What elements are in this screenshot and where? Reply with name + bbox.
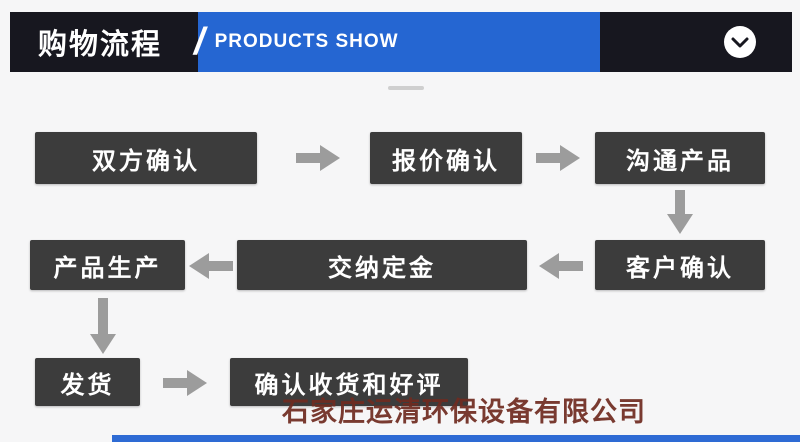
- arrow-right-icon: [163, 368, 207, 398]
- node-both-parties-confirm: 双方确认: [35, 132, 257, 184]
- header-title-en: PRODUCTS SHOW: [214, 31, 399, 52]
- node-production: 产品生产: [30, 240, 185, 290]
- arrow-left-icon: [189, 251, 233, 281]
- divider-dash: [388, 86, 424, 90]
- bottom-accent-bar: [112, 435, 800, 442]
- header-right-segment: [600, 12, 792, 72]
- arrow-down-icon: [88, 298, 118, 354]
- arrow-right-icon: [536, 143, 580, 173]
- section-header: 购物流程 / PRODUCTS SHOW: [10, 12, 792, 72]
- header-blue-segment: / PRODUCTS SHOW: [194, 12, 600, 72]
- node-quote-confirm: 报价确认: [370, 132, 522, 184]
- arrow-left-icon: [539, 251, 583, 281]
- watermark-company-name: 石家庄运清环保设备有限公司: [282, 397, 646, 427]
- header-slash: /: [194, 21, 205, 63]
- arrow-right-icon: [296, 143, 340, 173]
- arrow-down-icon: [665, 190, 695, 234]
- header-title-cn: 购物流程: [38, 29, 163, 61]
- node-customer-confirm: 客户确认: [595, 240, 765, 290]
- node-pay-deposit: 交纳定金: [237, 240, 527, 290]
- chevron-down-icon[interactable]: [724, 26, 756, 58]
- node-ship: 发货: [35, 358, 140, 406]
- node-communicate-product: 沟通产品: [595, 132, 765, 184]
- header-left-segment: 购物流程: [10, 12, 198, 72]
- node-confirm-receipt-review: 确认收货和好评: [230, 358, 468, 406]
